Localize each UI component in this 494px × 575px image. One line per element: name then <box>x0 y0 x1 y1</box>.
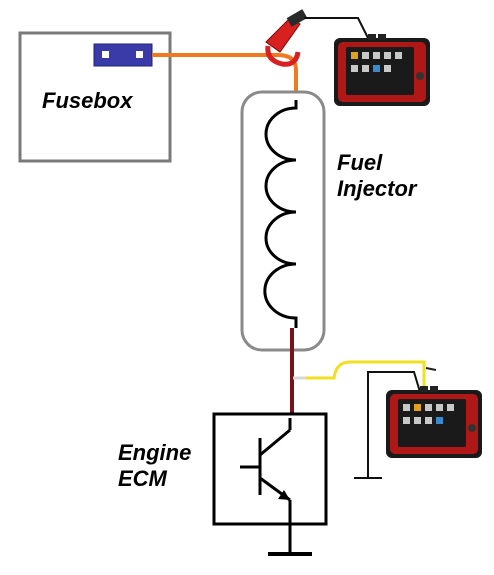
scope-ground-lead <box>354 371 421 479</box>
engine-ecm-label-line2: ECM <box>118 466 167 491</box>
solenoid-coil-icon <box>263 100 298 328</box>
engine-ecm-label-line1: Engine <box>118 440 192 465</box>
engine-ecm-label: Engine ECM <box>118 440 191 492</box>
fusebox-label: Fusebox <box>42 88 133 113</box>
diagnostic-scope-top-icon <box>334 34 430 106</box>
fuel-injector-label-line2: Injector <box>337 176 417 201</box>
transistor-icon <box>240 418 292 553</box>
diagnostic-scope-bottom-icon <box>386 386 482 458</box>
probe-lead <box>293 360 437 392</box>
ecm-box <box>212 412 328 526</box>
current-clamp-icon <box>265 9 369 67</box>
injector-housing <box>240 90 326 352</box>
fuel-injector-label-line1: Fuel <box>337 150 383 175</box>
fuel-injector-label: Fuel Injector <box>337 150 416 202</box>
supply-wire <box>152 53 298 100</box>
fuse-icon <box>93 43 153 67</box>
